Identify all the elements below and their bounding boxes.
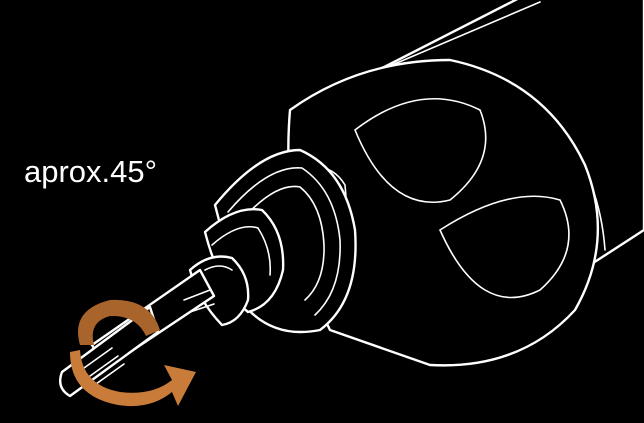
angle-label: aprox.45° <box>24 152 157 192</box>
